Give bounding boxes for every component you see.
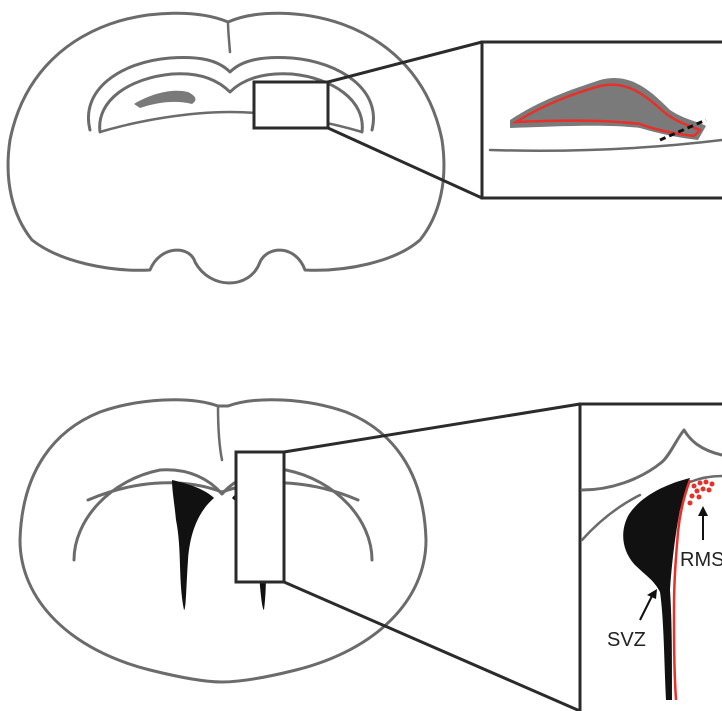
bottom-midline — [218, 406, 222, 460]
bottom-corpus-callosum-outer — [74, 470, 372, 560]
top-midline — [228, 22, 230, 52]
rms-dot — [697, 495, 702, 500]
top-brain-section — [8, 13, 444, 283]
top-zoom-line-lower — [328, 128, 482, 198]
top-inset — [482, 42, 722, 198]
rms-dot — [707, 488, 712, 493]
rms-dot — [690, 494, 695, 499]
rms-dot — [701, 487, 706, 492]
rms-dot — [695, 489, 700, 494]
svz-label: SVZ — [607, 629, 646, 651]
top-zoom-box — [254, 82, 328, 128]
rms-label: RMS — [680, 549, 722, 571]
top-zoom-line-upper — [328, 42, 482, 82]
top-hippocampus-left — [134, 91, 195, 108]
bottom-zoom-box — [236, 452, 284, 582]
rms-dot — [698, 481, 703, 486]
top-brain-outline — [8, 13, 444, 283]
rms-dot — [688, 501, 693, 506]
bottom-brain-outline — [20, 400, 426, 682]
bottom-ventricle-left — [172, 480, 214, 610]
bottom-zoom-line-upper — [284, 404, 580, 452]
rms-dot — [704, 480, 709, 485]
bottom-inset: RMS SVZ — [580, 404, 722, 711]
bottom-corpus-callosum-inner — [88, 483, 358, 500]
rms-dot — [692, 484, 697, 489]
bottom-zoom-line-lower — [284, 582, 580, 711]
bottom-brain-section — [20, 400, 426, 682]
rms-dot — [710, 482, 715, 487]
top-corpus-callosum-outer — [88, 58, 373, 130]
